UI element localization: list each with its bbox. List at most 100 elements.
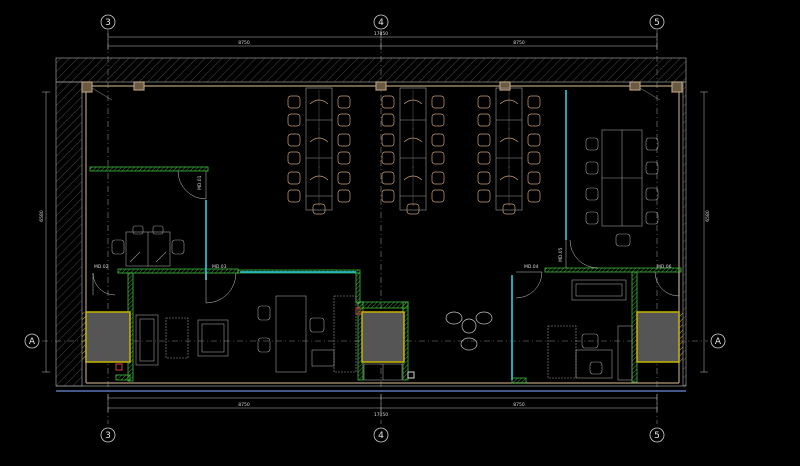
office-chair xyxy=(287,189,301,203)
office-chair xyxy=(337,95,351,109)
manager-office xyxy=(257,295,357,373)
grid-bubble-row-a-right: A xyxy=(710,333,726,349)
dimension-lines xyxy=(42,33,708,412)
shaft-left xyxy=(85,311,131,363)
office-chair xyxy=(381,151,395,165)
dim-top-left: 8750 xyxy=(238,40,250,46)
office-chair xyxy=(337,133,351,147)
grid-bubble-col-5-top: 5 xyxy=(649,14,665,30)
grid-label-col-5-top: 5 xyxy=(654,18,660,28)
conference-chair xyxy=(585,187,599,201)
office-chair xyxy=(527,151,541,165)
grid-bubble-col-4-top: 4 xyxy=(373,14,389,30)
dim-bottom-right: 8750 xyxy=(513,402,525,408)
shaft-right xyxy=(636,311,680,363)
office-chair xyxy=(287,113,301,127)
office-chair xyxy=(381,113,395,127)
door-tag-4: MD.04 xyxy=(524,264,539,270)
door-tag-1: MD.01 xyxy=(197,175,203,190)
dim-right-height: 6580 xyxy=(705,210,711,222)
office-chair xyxy=(527,189,541,203)
office-chair xyxy=(527,133,541,147)
office-chair xyxy=(287,151,301,165)
dimension-labels: 17050 8750 8750 17050 8750 8750 6580 658… xyxy=(39,31,711,418)
glass-doors xyxy=(205,90,567,380)
grid-label-row-a-left: A xyxy=(29,337,36,347)
workstation-desk-block xyxy=(305,87,333,211)
grid-bubble-col-3-bottom: 3 xyxy=(100,427,116,443)
shaft-center xyxy=(361,311,405,363)
dim-top-right: 8750 xyxy=(513,40,525,46)
core-shafts xyxy=(82,311,683,363)
office-chair xyxy=(312,203,326,215)
conference-chair xyxy=(645,137,659,151)
dim-bottom-total: 17050 xyxy=(374,412,388,418)
workstation-cluster xyxy=(381,87,445,215)
office-chair xyxy=(477,113,491,127)
grid-label-col-3-bottom: 3 xyxy=(105,431,111,441)
office-chair xyxy=(381,95,395,109)
grid-bubble-col-5-bottom: 5 xyxy=(649,427,665,443)
conference-chairs xyxy=(585,137,659,247)
door-tags: MD.01 MD.02 MD.03 MD.04 MD.05 MD.06 xyxy=(94,175,672,270)
dim-bottom-left: 8750 xyxy=(238,402,250,408)
workstation-cluster xyxy=(477,87,541,215)
office-chair xyxy=(337,151,351,165)
office-chair xyxy=(337,189,351,203)
conference-chair xyxy=(615,233,631,247)
bottom-box-details xyxy=(363,363,403,381)
dim-left-height: 6580 xyxy=(39,210,45,222)
exterior-walls xyxy=(55,57,687,392)
door-tag-5: MD.05 xyxy=(558,247,564,262)
partition-center-vert xyxy=(355,272,361,304)
grid-label-row-a-right: A xyxy=(715,337,722,347)
office-chair xyxy=(381,133,395,147)
grid-label-col-4-top: 4 xyxy=(378,18,384,28)
office-chair xyxy=(477,95,491,109)
manager-desk xyxy=(275,295,307,373)
lobby-chairs xyxy=(445,311,493,351)
partition-left-lower xyxy=(115,374,131,381)
conference-chair xyxy=(645,211,659,225)
partition-right-lower xyxy=(511,377,527,384)
workstation-cluster xyxy=(287,87,351,215)
conference-chair xyxy=(645,161,659,175)
office-chair xyxy=(527,95,541,109)
wall-right-hatch xyxy=(682,81,687,387)
partition-center-box xyxy=(357,301,409,309)
wall-top-hatch xyxy=(55,57,687,83)
grid-bubble-row-a-left: A xyxy=(24,333,40,349)
office-chair xyxy=(287,95,301,109)
office-chair xyxy=(431,133,445,147)
office-chair xyxy=(527,171,541,185)
lounge-left xyxy=(135,314,229,366)
grid-label-col-4-bottom: 4 xyxy=(378,431,384,441)
wall-left-hatch xyxy=(55,81,83,387)
office-right-lower xyxy=(547,279,633,381)
office-chair xyxy=(431,189,445,203)
door-tag-3: MD.03 xyxy=(212,264,227,270)
dim-top-total: 17050 xyxy=(374,31,388,37)
office-chair xyxy=(287,171,301,185)
office-chair xyxy=(431,113,445,127)
desk-right-lower xyxy=(575,349,613,379)
grid-bubble-col-3-top: 3 xyxy=(100,14,116,30)
office-chair xyxy=(477,133,491,147)
office-chair xyxy=(431,151,445,165)
workstation-clusters xyxy=(287,87,541,215)
partition-right-top xyxy=(544,267,682,273)
office-chair xyxy=(406,203,420,215)
workstation-desk-block xyxy=(399,87,427,211)
left-office-desk xyxy=(111,225,185,267)
grid-label-col-5-bottom: 5 xyxy=(654,431,660,441)
office-chair xyxy=(337,113,351,127)
conference-room-right xyxy=(585,129,659,247)
door-swings xyxy=(92,170,680,304)
conference-chair xyxy=(585,161,599,175)
door-tag-6: MD.06 xyxy=(657,264,672,270)
door-tag-2: MD.02 xyxy=(94,264,109,270)
partition-left-top xyxy=(89,166,209,172)
office-chair xyxy=(527,113,541,127)
office-chair xyxy=(477,189,491,203)
